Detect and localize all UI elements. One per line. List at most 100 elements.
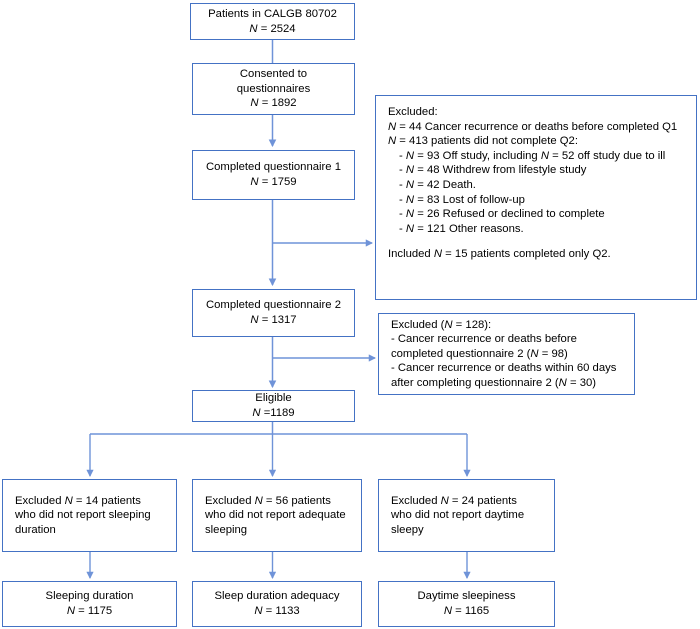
node-consented[interactable]: Consented to questionnaires N = 1892 [192, 63, 355, 115]
excluded-bullet-refused: - N = 26 Refused or declined to complete [388, 207, 686, 222]
footer-pre: Included [388, 248, 434, 261]
branch3-outcome-count: N = 1165 [444, 604, 489, 619]
branch2-excluded-line1: Excluded N = 56 patients [205, 494, 351, 509]
line2-post: = 98) [538, 347, 568, 360]
node-completed-questionnaire-1[interactable]: Completed questionnaire 1 N = 1759 [192, 150, 355, 200]
box-excluded-questionnaire-details[interactable]: Excluded: N = 44 Cancer recurrence or de… [375, 95, 697, 300]
excluded-post: = 56 patients [262, 494, 331, 507]
dash: - [399, 178, 406, 191]
excluded-row-recurrence: N = 44 Cancer recurrence or deaths befor… [388, 120, 686, 135]
n-symbol: N [252, 407, 261, 419]
row-text: = 121 Other reasons. [414, 222, 524, 235]
branch2-outcome-count: N = 1133 [254, 604, 299, 619]
node-q1-count: N = 1759 [250, 175, 296, 190]
node-consented-line1: Consented to [239, 68, 308, 81]
n-symbol: N [250, 97, 259, 110]
node-eligible[interactable]: Eligible N =1189 [192, 390, 355, 422]
excluded-heading: Excluded: [388, 106, 438, 118]
node-completed-questionnaire-2[interactable]: Completed questionnaire 2 N = 1317 [192, 289, 355, 337]
row-text-2: = 52 off study due to ill [549, 149, 666, 162]
branch2-outcome-title: Sleep duration adequacy [214, 590, 340, 603]
row-text: = 44 Cancer recurrence or deaths before … [396, 120, 678, 133]
heading-pre: Excluded ( [391, 318, 445, 331]
node-eligible-count: N =1189 [252, 406, 294, 421]
excluded-bullet-death: - N = 42 Death. [388, 178, 686, 193]
dash: - [399, 149, 406, 162]
n-symbol: N [558, 376, 567, 389]
n-value: = 1133 [262, 605, 300, 617]
footer-post: = 15 patients completed only Q2. [442, 248, 611, 261]
row-text: = 413 patients did not complete Q2: [396, 135, 578, 148]
excluded-post: = 14 patients [72, 494, 141, 507]
excluded128-line3: - Cancer recurrence or deaths within 60 … [391, 362, 617, 375]
branch3-excluded-line3: sleepy [391, 523, 424, 536]
branch1-outcome-count: N = 1175 [67, 604, 112, 619]
n-value: = 1759 [258, 176, 297, 188]
branch3-outcome-title: Daytime sleepiness [417, 590, 516, 603]
line4-post: = 30) [566, 376, 597, 389]
n-symbol: N [405, 164, 415, 177]
n-symbol: N [254, 605, 263, 617]
n-value: =1189 [260, 407, 295, 419]
excluded128-line1: - Cancer recurrence or deaths before [391, 333, 577, 346]
excluded-bullet-off-study: - N = 93 Off study, including N = 52 off… [388, 149, 686, 164]
n-symbol: N [443, 605, 452, 617]
n-symbol: N [405, 222, 415, 235]
n-symbol: N [250, 176, 259, 188]
n-symbol: N [250, 314, 259, 326]
n-value: = 1175 [75, 605, 113, 617]
row-text: = 26 Refused or declined to complete [414, 208, 605, 221]
n-symbol: N [254, 494, 263, 507]
branch1-excluded-line3: duration [15, 523, 56, 536]
excluded-pre: Excluded [391, 494, 441, 507]
box-excluded-daytime-sleepiness[interactable]: Excluded N = 24 patients who did not rep… [378, 479, 555, 552]
excluded-post: = 24 patients [448, 494, 517, 507]
n-symbol: N [405, 208, 415, 221]
n-symbol: N [388, 135, 397, 148]
n-symbol: N [530, 347, 539, 360]
n-value: = 1165 [452, 605, 490, 617]
row-text: = 83 Lost of follow-up [414, 193, 525, 206]
box-outcome-sleeping-duration[interactable]: Sleeping duration N = 1175 [2, 581, 177, 627]
excluded-pre: Excluded [205, 494, 255, 507]
node-eligible-line1: Eligible [255, 392, 292, 405]
excluded-bullet-other: - N = 121 Other reasons. [388, 222, 686, 237]
line2-pre: completed questionnaire 2 ( [391, 347, 531, 360]
box-excluded-eligible-details[interactable]: Excluded (N = 128): - Cancer recurrence … [378, 313, 635, 395]
n-symbol: N [64, 494, 73, 507]
n-symbol: N [433, 248, 443, 261]
dash: - [399, 193, 406, 206]
excluded128-line2: completed questionnaire 2 (N = 98) [391, 347, 624, 362]
row-text: = 93 Off study, including [414, 149, 541, 162]
box-excluded-sleeping-duration[interactable]: Excluded N = 14 patients who did not rep… [2, 479, 177, 552]
excluded-pre: Excluded [15, 494, 65, 507]
branch1-outcome-title: Sleeping duration [45, 590, 134, 603]
box-outcome-daytime-sleepiness[interactable]: Daytime sleepiness N = 1165 [378, 581, 555, 627]
excluded-bullet-lost-followup: - N = 83 Lost of follow-up [388, 193, 686, 208]
n-symbol: N [444, 318, 453, 331]
dash: - [399, 222, 406, 235]
heading-post: = 128): [452, 318, 492, 331]
node-q2-line1: Completed questionnaire 2 [205, 299, 342, 312]
excluded-bullet-withdrew: - N = 48 Withdrew from lifestyle study [388, 163, 686, 178]
node-q1-line1: Completed questionnaire 1 [205, 161, 342, 174]
excluded128-line4: after completing questionnaire 2 (N = 30… [391, 376, 624, 391]
excluded-footer-included-only-q2: Included N = 15 patients completed only … [388, 247, 686, 262]
branch3-excluded-line2: who did not report daytime [391, 509, 525, 522]
n-value: = 2524 [257, 22, 296, 35]
n-symbol: N [405, 193, 415, 206]
dash: - [399, 208, 406, 221]
box-excluded-sleep-adequacy[interactable]: Excluded N = 56 patients who did not rep… [192, 479, 362, 552]
box-outcome-sleep-adequacy[interactable]: Sleep duration adequacy N = 1133 [192, 581, 362, 627]
n-symbol: N [66, 605, 75, 617]
n-symbol: N [249, 22, 258, 35]
branch1-excluded-line1: Excluded N = 14 patients [15, 494, 166, 509]
n-symbol: N [405, 178, 415, 191]
node-patients-enrolled[interactable]: Patients in CALGB 80702 N = 2524 [190, 3, 355, 40]
spacer [388, 236, 686, 247]
n-symbol: N [388, 120, 397, 133]
excluded-row-incomplete-q2: N = 413 patients did not complete Q2: [388, 134, 686, 149]
row-text: = 48 Withdrew from lifestyle study [414, 164, 587, 177]
node-enrolled-line1: Patients in CALGB 80702 [208, 7, 337, 20]
